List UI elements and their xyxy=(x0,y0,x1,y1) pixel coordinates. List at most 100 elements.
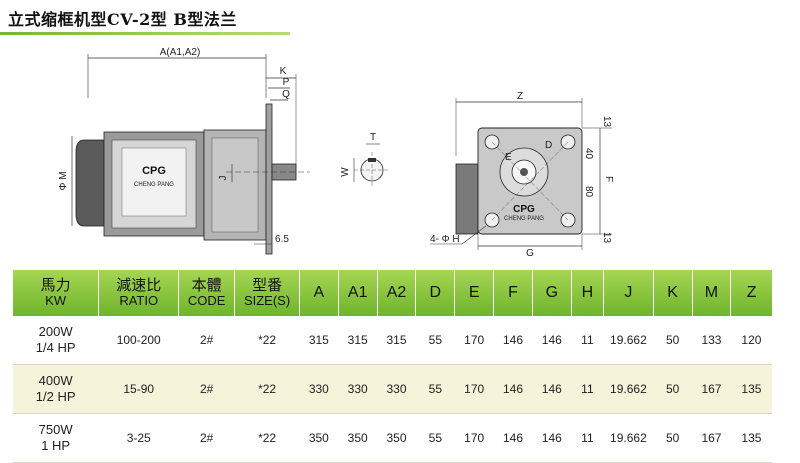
cell-e: 170 xyxy=(454,364,494,414)
cell-k: 50 xyxy=(653,413,693,463)
cell-j: 19.662 xyxy=(603,316,654,365)
dim-w-label: W xyxy=(340,167,351,177)
cell-k: 50 xyxy=(653,364,693,414)
header-a2: A2 xyxy=(376,270,416,316)
motor-nameplate xyxy=(121,147,187,217)
header-g: G xyxy=(531,270,572,316)
flange-logo: CPG xyxy=(513,204,535,215)
dim-13-top-label: 13 xyxy=(601,116,612,128)
dim-h-leader xyxy=(461,225,487,245)
dim-e-label: E xyxy=(505,152,512,163)
flange-brand: CHENG PANG xyxy=(504,216,544,222)
header-e: E xyxy=(454,270,494,316)
dim-13-bottom-label: 13 xyxy=(601,232,612,244)
drawing-svg: A(A1,A2) K P Q Φ M CPG CHENG PANG xyxy=(58,47,614,259)
cell-f: 146 xyxy=(493,413,533,463)
header-z: Z xyxy=(730,270,772,316)
cell-j: 19.662 xyxy=(603,364,654,414)
cell-z: 135 xyxy=(730,364,772,414)
dim-q-label: Q xyxy=(282,89,290,100)
cell-a: 350 xyxy=(299,413,339,463)
cell-e: 170 xyxy=(454,316,494,365)
cell-a: 330 xyxy=(299,364,339,414)
header-f: F xyxy=(493,270,533,316)
dim-t-label: T xyxy=(370,132,376,143)
cell-a: 315 xyxy=(299,316,339,365)
cell-m: 167 xyxy=(692,413,731,463)
cell-f: 146 xyxy=(493,316,533,365)
cell-g: 146 xyxy=(532,413,572,463)
dim-f-label: F xyxy=(603,176,614,182)
title-underline xyxy=(0,32,290,35)
dim-a-label: A(A1,A2) xyxy=(160,47,201,58)
technical-drawing: A(A1,A2) K P Q Φ M CPG CHENG PANG xyxy=(0,36,800,264)
cell-h: 11 xyxy=(571,364,604,414)
side-logo: CPG xyxy=(142,165,166,177)
dim-g-label: G xyxy=(526,248,534,259)
cell-h: 11 xyxy=(571,413,604,463)
cell-size: *22 xyxy=(234,413,300,463)
diag-line-1 xyxy=(491,141,569,221)
dim-40-label: 40 xyxy=(583,148,594,160)
cell-h: 11 xyxy=(571,316,604,365)
side-view: A(A1,A2) K P Q Φ M CPG CHENG PANG xyxy=(58,47,310,255)
cell-g: 146 xyxy=(532,316,572,365)
dim-65-label: 6.5 xyxy=(275,234,289,245)
cell-a2: 330 xyxy=(377,364,416,414)
cell-d: 55 xyxy=(415,364,455,414)
cell-d: 55 xyxy=(415,316,455,365)
flange-plate xyxy=(265,103,273,255)
cell-f: 146 xyxy=(493,364,533,414)
dim-p-label: P xyxy=(283,77,290,88)
motor-rear-cap xyxy=(75,139,105,227)
cell-size: *22 xyxy=(234,364,300,414)
cell-a1: 330 xyxy=(338,364,378,414)
header-d: D xyxy=(415,270,455,316)
cell-ratio: 100-200 xyxy=(98,316,179,365)
gearbox-face xyxy=(211,137,259,233)
header-m: M xyxy=(691,270,731,316)
cell-z: 135 xyxy=(730,413,772,463)
dim-j-label: J xyxy=(218,176,229,181)
header-j: J xyxy=(603,270,654,316)
header-a1: A1 xyxy=(337,270,378,316)
shaft-end-view: T W xyxy=(340,132,390,188)
cell-g: 146 xyxy=(532,364,572,414)
cell-m: 167 xyxy=(692,364,731,414)
cell-k: 50 xyxy=(653,316,693,365)
flange-view: Z D E CPG CHENG PANG xyxy=(430,91,614,259)
cell-code: 2# xyxy=(178,316,235,365)
header-k: K xyxy=(652,270,693,316)
cell-z: 120 xyxy=(730,316,772,365)
cell-a1: 350 xyxy=(338,413,378,463)
cell-ratio: 15-90 xyxy=(98,364,179,414)
cell-j: 19.662 xyxy=(603,413,654,463)
dim-m-label: Φ M xyxy=(58,171,69,190)
dim-h-label: 4- Φ H xyxy=(430,234,460,245)
cell-d: 55 xyxy=(415,413,455,463)
cell-a2: 315 xyxy=(377,316,416,365)
side-brand: CHENG PANG xyxy=(134,182,174,188)
cell-m: 133 xyxy=(692,316,731,365)
header-a: A xyxy=(298,270,339,316)
dim-z-label: Z xyxy=(517,91,523,102)
cell-code: 2# xyxy=(178,364,235,414)
flange-shaft-center xyxy=(520,168,528,176)
cell-ratio: 3-25 xyxy=(98,413,179,463)
cell-size: *22 xyxy=(234,316,300,365)
diag-line-2 xyxy=(491,141,569,221)
cell-a2: 350 xyxy=(377,413,416,463)
cell-code: 2# xyxy=(178,413,235,463)
